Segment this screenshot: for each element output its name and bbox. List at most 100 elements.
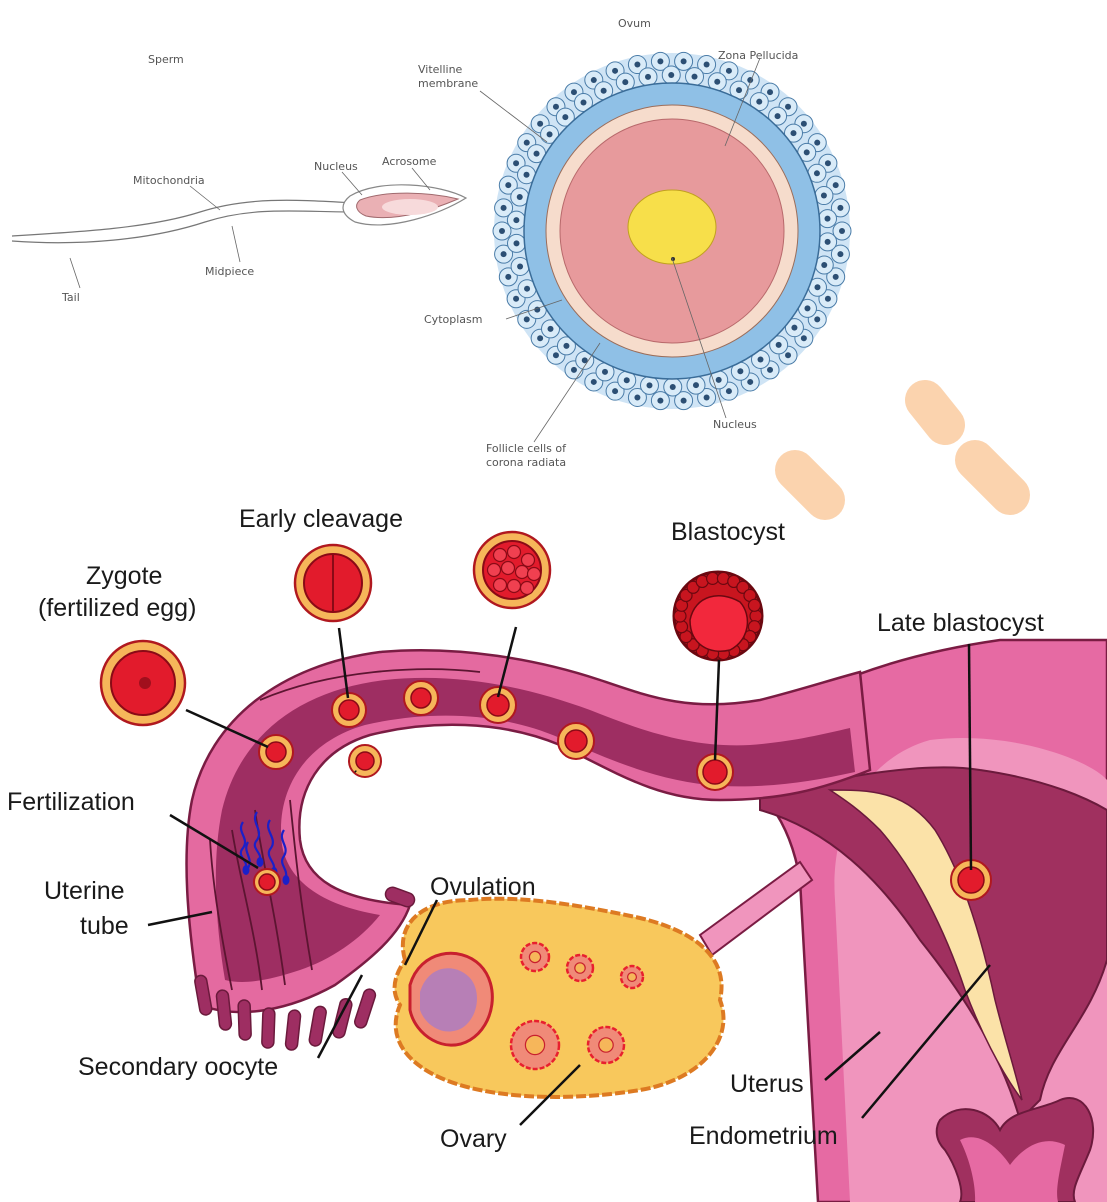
corona-cell-nucleus [833,182,839,188]
uterus-label: Uterus [730,1070,804,1098]
morula-cell [508,580,521,593]
corona-cell-nucleus [513,296,519,302]
corona-cell-nucleus [736,87,742,93]
corona-cell-nucleus [814,316,820,322]
vitelline-label-2: membrane [418,77,478,90]
follicle-oocyte [529,951,540,962]
corona-cell-nucleus [517,194,523,200]
corona-cell-nucleus [814,170,820,176]
corona-cell-nucleus [775,113,781,119]
fimbria [285,1010,301,1051]
morula-cell [488,564,501,577]
follicle-label-1: Follicle cells of [486,442,567,455]
corona-cell-nucleus [670,384,676,390]
corona-cell-nucleus [767,89,773,95]
tract-cell [411,688,431,708]
morula-cell [521,582,534,595]
late-blastocyst-label: Late blastocyst [877,609,1044,637]
corona-cell-nucleus [505,274,511,280]
follicle-label-2: corona radiata [486,456,566,469]
corona-cell-nucleus [825,216,831,222]
corona-cell-nucleus [825,239,831,245]
corona-cell-nucleus [657,398,663,404]
corona-cell-nucleus [553,104,559,110]
early-cleavage-label: Early cleavage [239,505,403,533]
reproductive-tract: Early cleavage Zygote (fertilized egg) B… [7,505,1107,1202]
zygote-label-2: (fertilized egg) [38,594,196,622]
blastocyst-cell [674,610,686,622]
ovarian-ligament [700,862,812,955]
corona-cell-nucleus [634,394,640,400]
morula-cell [528,568,541,581]
corona-cell-nucleus [704,394,710,400]
morula-large [474,532,550,608]
corona-cell-nucleus [571,89,577,95]
tail-label: Tail [61,291,80,304]
blastocyst-label: Blastocyst [671,518,785,546]
fertilization-label: Fertilization [7,788,135,816]
ovum-title: Ovum [618,17,651,30]
corona-cell-nucleus [681,58,687,64]
corona-cell-nucleus [714,79,720,85]
acrosome-label: Acrosome [382,155,437,168]
tract-cell [259,874,275,890]
corona-cell-nucleus [501,251,507,257]
tract-cell [703,760,727,784]
corona-cell-nucleus [513,240,519,246]
corona-cell-nucleus [562,114,568,120]
corona-cell-nucleus [681,398,687,404]
corona-cell-nucleus [837,251,843,257]
sperm-title: Sperm [148,53,184,66]
sperm-nucleus-label: Nucleus [314,160,358,173]
corona-cell-nucleus [747,379,753,385]
corona-cell-nucleus [767,367,773,373]
zygote-large [101,641,185,725]
midpiece-label: Midpiece [205,265,254,278]
ovum-nucleus-label: Nucleus [713,418,757,431]
uterine-label-1: Uterine [44,877,125,905]
corona-cell-nucleus [624,377,630,383]
corona-cell-nucleus [537,121,543,127]
tract-cell [958,867,984,893]
corona-cell-nucleus [791,325,797,331]
mitochondria-label: Mitochondria [133,174,205,187]
corona-cell-nucleus [814,284,820,290]
endometrium-label: Endometrium [689,1122,838,1150]
tract-cell [339,700,359,720]
corona-cell-nucleus [757,356,763,362]
corona-cell-nucleus [693,382,699,388]
corona-cell-nucleus [563,343,569,349]
corona-cell-nucleus [591,77,597,83]
corona-cell-nucleus [622,79,628,85]
zona-pellucida-label: Zona Pellucida [718,49,798,62]
corona-cell-nucleus [501,205,507,211]
corona-cell-nucleus [657,58,663,64]
corona-cell-nucleus [704,62,710,68]
morula-cell [508,546,521,559]
corona-cell-nucleus [801,121,807,127]
corona-cell-nucleus [726,388,732,394]
corona-cell-nucleus [601,88,607,94]
corona-cell-nucleus [602,369,608,375]
vitelline-label-1: Vitelline [418,63,463,76]
zygote-label-1: Zygote [86,562,162,590]
follicle-oocyte [575,963,585,973]
blastocyst-cell [676,621,688,633]
morula-cell [502,562,515,575]
corona-cell-nucleus [785,352,791,358]
corona-cell-nucleus [547,131,553,137]
corona-cell-nucleus [825,296,831,302]
ovary-label: Ovary [440,1125,507,1153]
corona-cell-nucleus [571,367,577,373]
corona-cell-nucleus [612,388,618,394]
corona-cell-nucleus [821,193,827,199]
ovulation-label: Ovulation [430,873,536,901]
corona-cell-nucleus [825,160,831,166]
blastocyst-cell [707,572,719,584]
corona-cell-nucleus [499,228,505,234]
corona-cell-nucleus [645,74,651,80]
secondary-oocyte-label: Secondary oocyte [78,1053,278,1081]
corona-cell-nucleus [517,263,523,269]
blastocyst-cell [748,599,760,611]
